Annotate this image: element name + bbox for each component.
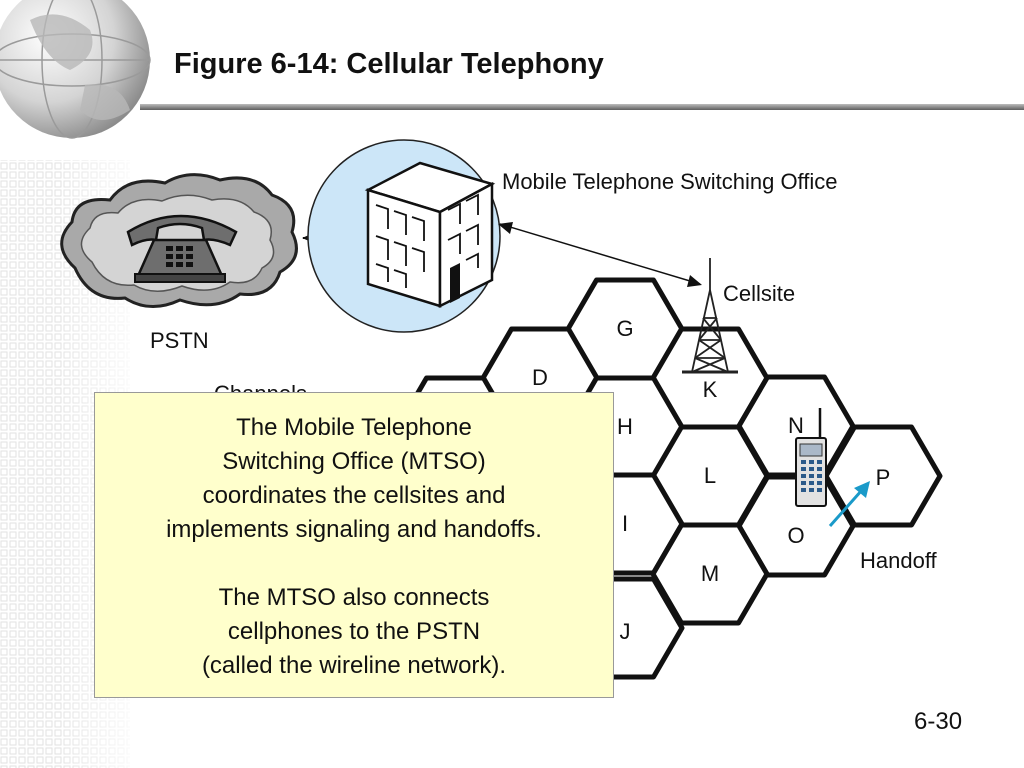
cell-label-l: L	[703, 463, 717, 488]
cell-label-n: N	[788, 413, 804, 438]
page-number: 6-30	[914, 708, 963, 735]
cellphone-icon	[795, 408, 827, 507]
callout-line: (called the wireline network).	[201, 652, 507, 679]
mtso-callout: The Mobile Telephone Switching Office (M…	[94, 392, 614, 698]
telephone-icon	[126, 214, 238, 283]
callout-line: implements signaling and handoffs.	[166, 516, 542, 543]
cellsite-tower-icon	[682, 258, 738, 374]
callout-line: coordinates the cellsites and	[202, 482, 506, 509]
mtso-cellsite-link	[498, 222, 702, 287]
cell-label-m: M	[700, 561, 720, 586]
cell-label-k: K	[702, 377, 718, 402]
mtso-building-icon	[364, 161, 496, 309]
mtso-label: Mobile Telephone Switching Office	[502, 169, 838, 194]
cell-label-p: P	[875, 465, 891, 490]
cell-label-h: H	[617, 414, 633, 439]
handoff-label: Handoff	[860, 548, 937, 573]
callout-line: The MTSO also connects	[218, 584, 490, 611]
cell-label-o: O	[787, 523, 805, 548]
callout-line: cellphones to the PSTN	[227, 618, 481, 645]
callout-spacer	[95, 547, 613, 581]
cell-label-i: I	[621, 511, 629, 536]
callout-line: The Mobile Telephone	[236, 414, 472, 441]
callout-line: Switching Office (MTSO)	[222, 448, 486, 475]
pstn-label: PSTN	[150, 328, 209, 353]
slide-title: Figure 6-14: Cellular Telephony	[174, 48, 604, 80]
cell-label-j: J	[619, 619, 631, 644]
cell-label-g: G	[616, 316, 634, 341]
globe-icon	[0, 0, 151, 139]
cellsite-label: Cellsite	[723, 281, 796, 306]
handoff-arrow	[828, 481, 870, 527]
cell-label-d: D	[532, 365, 548, 390]
title-rule	[140, 104, 1024, 110]
